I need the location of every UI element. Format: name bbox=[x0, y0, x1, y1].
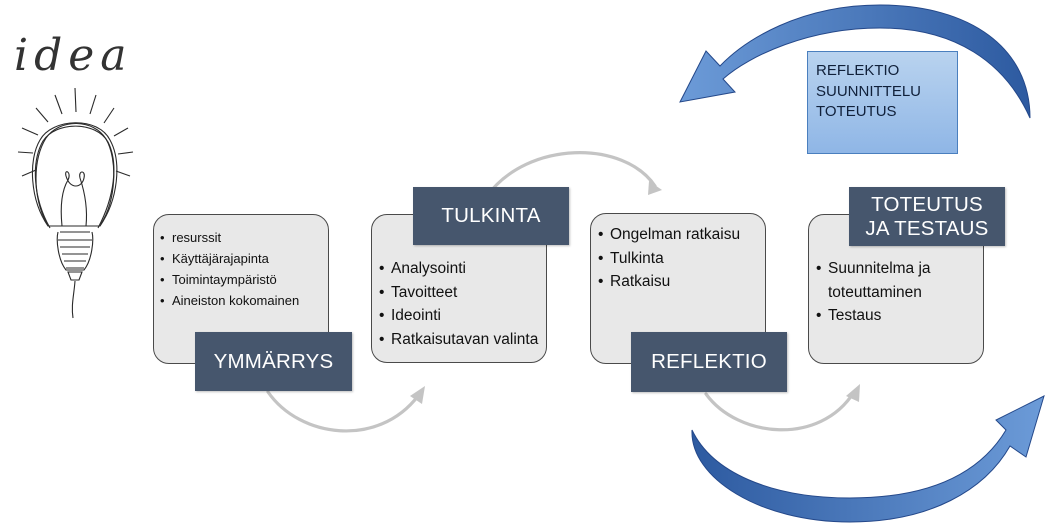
connector-arrowheads bbox=[410, 181, 860, 404]
big-arrow-top bbox=[679, 4, 1031, 119]
stage-items: resurssit Käyttäjärajapinta Toimintaympä… bbox=[160, 227, 328, 311]
feedback-line-2: SUUNNITTELU bbox=[816, 82, 922, 100]
feedback-line-3: TOTEUTUS bbox=[816, 103, 897, 121]
idea-label: idea bbox=[14, 30, 133, 81]
list-item: Ratkaisutavan valinta bbox=[379, 328, 546, 352]
list-item: Suunnitelma ja toteuttaminen bbox=[816, 257, 979, 304]
feedback-line-1: REFLEKTIO bbox=[816, 62, 900, 79]
list-item: Aineiston kokomainen bbox=[160, 290, 328, 311]
list-item: resurssit bbox=[160, 227, 328, 248]
stage-items: Analysointi Tavoitteet Ideointi Ratkaisu… bbox=[379, 257, 546, 351]
list-item: Analysointi bbox=[379, 257, 546, 281]
stage-title-toteutus: TOTEUTUS JA TESTAUS bbox=[849, 187, 1005, 246]
connector-tulkinta-reflektio bbox=[485, 151, 657, 198]
stage-items: Suunnitelma ja toteuttaminen Testaus bbox=[816, 257, 979, 328]
stage-items: Ongelman ratkaisu Tulkinta Ratkaisu bbox=[598, 223, 765, 294]
list-item: Ideointi bbox=[379, 304, 546, 328]
list-item: Ratkaisu bbox=[598, 270, 765, 294]
list-item: Käyttäjärajapinta bbox=[160, 248, 328, 269]
stage-title-tulkinta: TULKINTA bbox=[413, 187, 569, 245]
connector-arrows bbox=[266, 151, 856, 433]
feedback-box: REFLEKTIO SUUNNITTELU TOTEUTUS bbox=[807, 51, 958, 154]
list-item: Tulkinta bbox=[598, 247, 765, 271]
list-item: Toimintaympäristö bbox=[160, 269, 328, 290]
list-item: Tavoitteet bbox=[379, 281, 546, 305]
stage-title-ymmarrys: YMMÄRRYS bbox=[195, 332, 352, 391]
connector-reflektio-toteutus bbox=[704, 390, 856, 432]
connector-ymmarrys-tulkinta bbox=[266, 390, 420, 433]
list-item: Ongelman ratkaisu bbox=[598, 223, 765, 247]
big-arrow-bottom bbox=[691, 395, 1045, 523]
lightbulb-icon bbox=[17, 87, 134, 319]
stage-title-reflektio: REFLEKTIO bbox=[631, 332, 787, 392]
list-item: Testaus bbox=[816, 304, 979, 328]
